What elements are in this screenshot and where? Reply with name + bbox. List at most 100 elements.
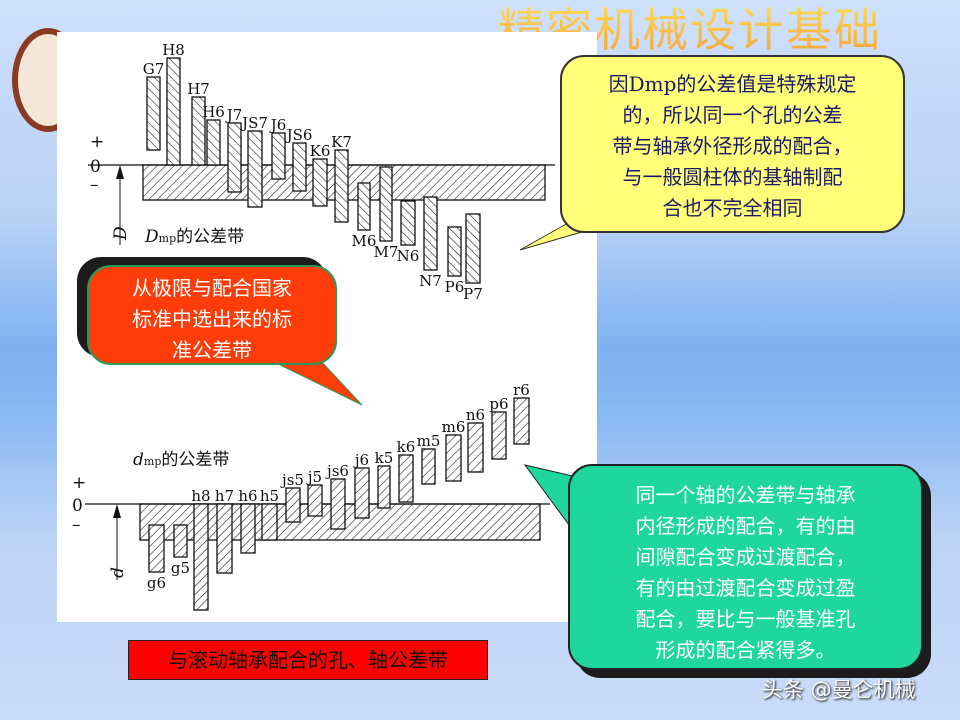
zone-label: j6 bbox=[353, 451, 369, 469]
callout-red: 从极限与配合国家 标准中选出来的标 准公差带 bbox=[87, 265, 337, 365]
callout-line: 同一个轴的公差带与轴承 bbox=[635, 483, 856, 507]
zone-label: N7 bbox=[419, 272, 442, 290]
callout-line: 内径形成的配合，有的由 bbox=[635, 514, 856, 538]
tolerance-zone-M7 bbox=[379, 166, 393, 242]
zone-label: r6 bbox=[513, 381, 530, 399]
tolerance-zone-j5 bbox=[307, 484, 323, 517]
lower-zero-label: 0 bbox=[72, 496, 83, 516]
tolerance-zone-h8 bbox=[193, 503, 209, 611]
zone-label: J7 bbox=[225, 106, 243, 124]
zone-label: P7 bbox=[463, 285, 483, 303]
upper-minus-sign: – bbox=[90, 175, 99, 195]
tolerance-zone-N6 bbox=[400, 200, 416, 246]
tolerance-zone-g5 bbox=[173, 524, 188, 558]
tolerance-zone-J7 bbox=[227, 122, 242, 193]
zone-label: K6 bbox=[310, 142, 331, 160]
tolerance-zone-K6 bbox=[312, 158, 328, 207]
zone-label: JS6 bbox=[285, 126, 313, 144]
tolerance-zone-P6 bbox=[447, 226, 462, 277]
callout-line: 与一般圆柱体的基轴制配 bbox=[622, 165, 843, 189]
zone-label: g5 bbox=[171, 559, 190, 577]
zone-label: p6 bbox=[489, 395, 508, 413]
zone-label: G7 bbox=[143, 60, 165, 78]
zone-label: m6 bbox=[442, 418, 466, 436]
tolerance-zone-JS7 bbox=[247, 130, 263, 208]
zone-label: P6 bbox=[445, 278, 465, 296]
zone-label: m5 bbox=[417, 432, 441, 450]
zone-label: M6 bbox=[352, 232, 377, 250]
tolerance-zone-h6 bbox=[240, 503, 256, 554]
callout-line: 标准中选出来的标 bbox=[132, 307, 292, 331]
tolerance-zone-j6 bbox=[354, 467, 370, 519]
tolerance-zone-H6 bbox=[206, 119, 221, 166]
tolerance-zone-h5 bbox=[261, 503, 278, 541]
callout-line: 形成的配合紧得多。 bbox=[655, 638, 836, 662]
zone-label: js5 bbox=[280, 471, 304, 489]
watermark: 头条 @曼仑机械 bbox=[762, 678, 916, 702]
upper-dimension-label: D bbox=[111, 226, 131, 241]
zone-label: h5 bbox=[260, 487, 279, 505]
zone-label: h6 bbox=[238, 487, 257, 505]
zone-label: n6 bbox=[466, 406, 485, 424]
zone-label: k5 bbox=[375, 449, 394, 467]
callout-line: 带与轴承外径形成的配合， bbox=[612, 134, 853, 158]
tolerance-zone-M6 bbox=[357, 182, 371, 231]
callout-line: 因Dmp的公差值是特殊规定 bbox=[608, 72, 857, 96]
upper-plus-sign: + bbox=[90, 132, 104, 152]
tolerance-zone-JS6 bbox=[292, 142, 307, 192]
figure-caption: 与滚动轴承配合的孔、轴公差带 bbox=[128, 640, 488, 680]
callout-line: 配合，要比与一般基准孔 bbox=[635, 607, 856, 631]
zone-label: j5 bbox=[306, 468, 322, 486]
callout-line: 有的由过渡配合变成过盈 bbox=[635, 576, 856, 600]
tolerance-zone-H8 bbox=[166, 57, 181, 166]
lower-plus-sign: + bbox=[72, 473, 86, 493]
tolerance-zone-g6 bbox=[148, 524, 165, 573]
upper-band-label: Dmp的公差带 bbox=[144, 227, 244, 247]
tolerance-zone-p6 bbox=[491, 411, 507, 460]
tolerance-zone-k5 bbox=[377, 465, 391, 509]
zone-label: JS7 bbox=[240, 114, 268, 132]
zone-label: k6 bbox=[397, 438, 416, 456]
tolerance-zone-k6 bbox=[398, 454, 414, 503]
arrow-icon bbox=[116, 165, 124, 179]
zone-label: js6 bbox=[325, 462, 349, 480]
tolerance-zone-G7 bbox=[146, 76, 161, 151]
red-callout-tail bbox=[269, 359, 363, 406]
tolerance-zone-r6 bbox=[513, 397, 530, 445]
tolerance-zone-m5 bbox=[421, 448, 436, 485]
callout-line: 的，所以同一个孔的公差 bbox=[622, 103, 843, 127]
zone-label: H6 bbox=[202, 103, 225, 121]
callout-line: 合也不完全相同 bbox=[662, 196, 803, 220]
callout-line: 间隙配合变成过渡配合， bbox=[635, 545, 856, 569]
callout-green: 同一个轴的公差带与轴承 内径形成的配合，有的由 间隙配合变成过渡配合， 有的由过… bbox=[568, 464, 923, 670]
callout-line: 准公差带 bbox=[172, 338, 252, 362]
tolerance-zone-H7 bbox=[191, 96, 206, 166]
zone-label: h8 bbox=[191, 487, 210, 505]
arrow-icon bbox=[113, 504, 121, 518]
zone-label: J6 bbox=[269, 116, 287, 134]
tolerance-zone-n6 bbox=[467, 422, 484, 473]
zone-label: g6 bbox=[147, 574, 166, 592]
zone-label: N6 bbox=[397, 247, 420, 265]
zone-label: H7 bbox=[187, 80, 210, 98]
tolerance-zone-js6 bbox=[330, 478, 346, 530]
lower-dimension-label: d bbox=[108, 567, 128, 578]
tolerance-zone-P7 bbox=[465, 213, 481, 284]
zone-label: K7 bbox=[331, 133, 352, 151]
tolerance-zone-J6 bbox=[271, 132, 286, 180]
tolerance-zone-m6 bbox=[445, 434, 462, 482]
callout-yellow: 因Dmp的公差值是特殊规定 的，所以同一个孔的公差 带与轴承外径形成的配合， 与… bbox=[560, 55, 905, 233]
tolerance-zone-K7 bbox=[334, 149, 349, 223]
zone-label: h7 bbox=[215, 487, 234, 505]
tolerance-zone-N7 bbox=[423, 196, 438, 271]
zone-label: H8 bbox=[162, 41, 185, 59]
upper-zero-label: 0 bbox=[90, 157, 101, 177]
lower-band-label: dmp的公差带 bbox=[133, 450, 229, 470]
callout-line: 从极限与配合国家 bbox=[132, 276, 292, 300]
tolerance-zone-h7 bbox=[216, 503, 233, 574]
tolerance-zone-js5 bbox=[285, 487, 301, 523]
zone-label: M7 bbox=[374, 243, 399, 261]
